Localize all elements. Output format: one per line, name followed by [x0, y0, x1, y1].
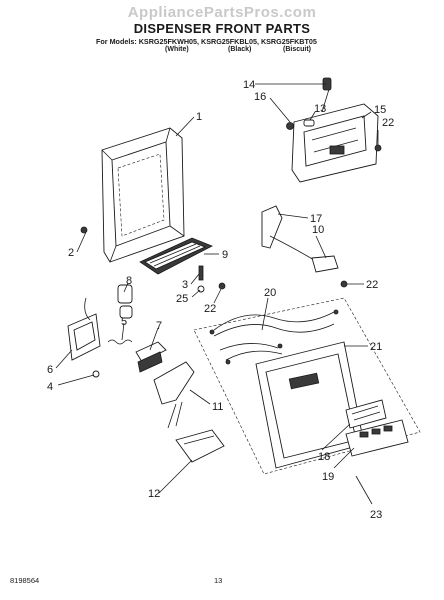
page-number: 13: [214, 576, 223, 585]
callout-20: 20: [264, 287, 276, 299]
callout-2: 2: [68, 247, 74, 259]
part-7-actuator: [135, 341, 167, 373]
callout-25: 25: [176, 293, 188, 305]
part-23-assembly-outline: [193, 297, 421, 475]
callout-15: 15: [374, 104, 386, 116]
page-title: DISPENSER FRONT PARTS: [133, 21, 311, 36]
part-9-drip-tray: [139, 237, 213, 275]
part-1-housing-frame: [101, 127, 185, 263]
callout-7: 7: [156, 320, 162, 332]
callout-21: 21: [370, 341, 382, 353]
part-19-overlay: [345, 419, 409, 457]
part-20-wire-harness: [209, 309, 339, 365]
callout-5: 5: [121, 316, 127, 328]
callout-17: 17: [310, 213, 322, 225]
callout-23: 23: [370, 509, 382, 521]
callout-3: 3: [182, 279, 188, 291]
color-black: (Black): [228, 46, 252, 53]
callout-22-center: 22: [204, 303, 216, 315]
color-white: (White): [165, 46, 189, 53]
part-15-upper-housing: [286, 77, 382, 183]
callout-19: 19: [322, 471, 334, 483]
part-12-pad: [175, 429, 225, 463]
callout-4: 4: [47, 381, 53, 393]
callout-18: 18: [318, 451, 330, 463]
part-18-control-board: [345, 399, 387, 429]
part-6-bracket: [67, 297, 101, 361]
callout-12: 12: [148, 488, 160, 500]
part-4-screw: [92, 370, 100, 378]
callout-14: 14: [243, 79, 255, 91]
color-biscuit: (Biscuit): [283, 46, 311, 53]
model-list: For Models: KSRG25FKWH05, KSRG25FKBL05, …: [96, 37, 317, 46]
callout-16: 16: [254, 91, 266, 103]
callout-8: 8: [126, 275, 132, 287]
leader-lines: [55, 83, 379, 505]
callout-1: 1: [196, 111, 202, 123]
part-21-front-panel: [255, 341, 365, 469]
callout-10: 10: [312, 224, 324, 236]
callout-6: 6: [47, 364, 53, 376]
callout-13: 13: [314, 103, 326, 115]
callout-labels: 1 2 9 3 25 22 8 5 7 6 4 11 12 14 16 13 1…: [47, 79, 394, 521]
part-11-lever: [153, 361, 195, 429]
part-8-motor: [107, 284, 133, 345]
callout-22-upper: 22: [382, 117, 394, 129]
watermark: AppliancePartsPros.com: [127, 4, 317, 21]
callout-22-right: 22: [366, 279, 378, 291]
callout-11: 11: [212, 401, 223, 413]
part-17-linkage: [261, 205, 348, 288]
document-number: 8198564: [10, 576, 40, 585]
callout-9: 9: [222, 249, 228, 261]
